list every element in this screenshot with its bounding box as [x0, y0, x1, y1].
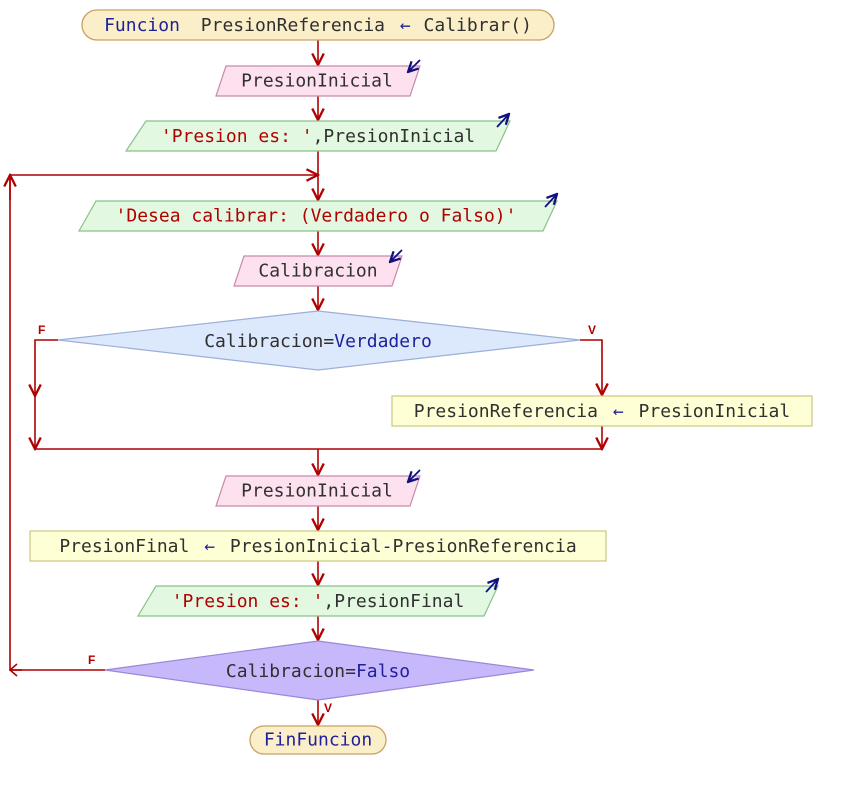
output-arrow-icon: [485, 579, 498, 593]
write-presion-es-1: 'Presion es: ',PresionInicial: [124, 114, 511, 152]
decision1-value: Verdadero: [334, 331, 432, 352]
input-arrow-icon: [390, 249, 403, 262]
decision2-value: Falso: [356, 661, 410, 682]
assign2-var: PresionFinal: [59, 536, 189, 557]
decision1-false-label: F: [38, 323, 45, 337]
read-presion-inicial-2: PresionInicial: [215, 469, 421, 507]
svg-text:Calibracion=Falso: Calibracion=Falso: [226, 661, 410, 682]
write-desea-calibrar: 'Desea calibrar: (Verdadero o Falso)': [77, 194, 557, 232]
write-presion-es-2: 'Presion es: ',PresionFinal: [136, 579, 498, 617]
write3-var: PresionFinal: [334, 591, 464, 612]
flow-decision1-false: [35, 339, 58, 396]
end-terminal: FinFuncion: [249, 725, 387, 755]
svg-text:PresionReferencia ←: PresionReferencia ← PresionInicial: [414, 401, 790, 422]
flow-loop-back: [9, 175, 318, 671]
write2-string: 'Desea calibrar: (Verdadero o Falso)': [116, 206, 517, 227]
start-call: Calibrar(): [424, 15, 532, 36]
assign-presion-referencia: PresionReferencia ← PresionInicial: [391, 395, 813, 427]
decision2-false-label: F: [88, 653, 95, 667]
assign2-expr2: PresionReferencia: [392, 536, 576, 557]
write1-sep: ,: [313, 126, 324, 147]
read3-var: PresionInicial: [241, 481, 393, 502]
decision-calibracion-falso: Calibracion=Falso F V: [88, 640, 535, 715]
svg-text:PresionFinal ← Pre: PresionFinal ← PresionInicial-PresionRef…: [59, 536, 576, 557]
read-calibracion: Calibracion: [233, 249, 403, 287]
decision2-op: =: [345, 661, 356, 682]
write1-string: 'Presion es: ': [161, 126, 313, 147]
decision-calibracion-verdadero: Calibracion=Verdadero F V: [38, 310, 596, 371]
read1-var: PresionInicial: [241, 71, 393, 92]
flow-loop-left-arrowhead: [8, 663, 18, 677]
start-terminal: Funcion PresionReferencia ← Calibrar(): [81, 9, 555, 41]
svg-text:'Presion es: ',PresionInicial: 'Presion es: ',PresionInicial: [161, 126, 475, 147]
flow-decision1-true: [580, 339, 602, 395]
write3-sep: ,: [323, 591, 334, 612]
read2-var: Calibracion: [258, 261, 377, 282]
assign1-var: PresionReferencia: [414, 401, 598, 422]
svg-text:Funcion PresionReferenci: Funcion PresionReferencia ← Calibrar(): [104, 15, 532, 36]
input-arrow-icon: [408, 469, 421, 482]
decision1-true-label: V: [588, 323, 596, 337]
write1-var: PresionInicial: [323, 126, 475, 147]
write3-string: 'Presion es: ': [172, 591, 324, 612]
assign-presion-final: PresionFinal ← PresionInicial-PresionRef…: [29, 530, 607, 562]
assign1-expr: PresionInicial: [639, 401, 791, 422]
assign2-minus: -: [382, 536, 393, 557]
svg-text:Calibracion=Verdadero: Calibracion=Verdadero: [204, 331, 432, 352]
read-presion-inicial-1: PresionInicial: [215, 59, 421, 97]
start-assign-arrow: ←: [400, 15, 411, 36]
end-keyword: FinFuncion: [264, 730, 372, 751]
output-arrow-icon: [496, 114, 509, 128]
assign2-expr1: PresionInicial: [230, 536, 382, 557]
svg-text:'Presion es: ',PresionFinal: 'Presion es: ',PresionFinal: [172, 591, 465, 612]
assign1-arrow: ←: [613, 401, 624, 422]
decision1-op: =: [323, 331, 334, 352]
start-return-var: PresionReferencia: [201, 15, 385, 36]
input-arrow-icon: [408, 59, 421, 72]
decision2-true-label: V: [324, 701, 332, 715]
decision2-var: Calibracion: [226, 661, 345, 682]
decision1-var: Calibracion: [204, 331, 323, 352]
assign2-arrow: ←: [204, 536, 215, 557]
connectors: [10, 40, 602, 725]
output-arrow-icon: [544, 194, 557, 208]
start-keyword: Funcion: [104, 15, 180, 36]
